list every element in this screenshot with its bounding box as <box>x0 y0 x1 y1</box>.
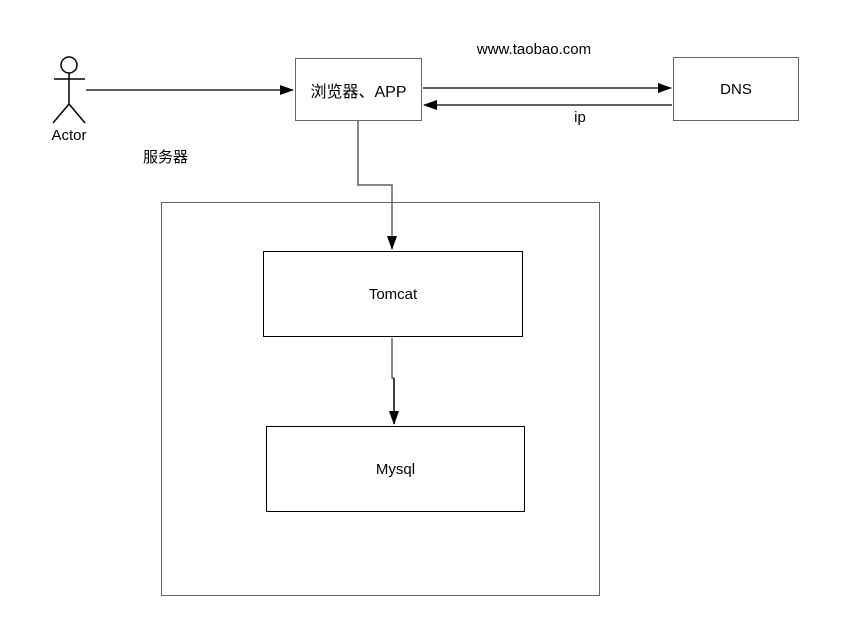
mysql-node-label: Mysql <box>375 460 416 478</box>
response-edge-label: ip <box>574 109 586 126</box>
mysql-node: Mysql <box>266 426 525 512</box>
actor-icon <box>52 56 86 124</box>
request-edge-label: www.taobao.com <box>476 41 592 58</box>
dns-node: DNS <box>673 57 799 121</box>
browser-node-label: 浏览器、APP <box>310 83 407 101</box>
server-group-label: 服务器 <box>143 149 189 166</box>
dns-node-label: DNS <box>720 80 752 98</box>
tomcat-node: Tomcat <box>263 251 523 337</box>
actor-label: Actor <box>51 127 87 144</box>
browser-node: 浏览器、APP <box>295 58 422 121</box>
tomcat-node-label: Tomcat <box>368 285 418 303</box>
server-group-box <box>161 202 600 596</box>
